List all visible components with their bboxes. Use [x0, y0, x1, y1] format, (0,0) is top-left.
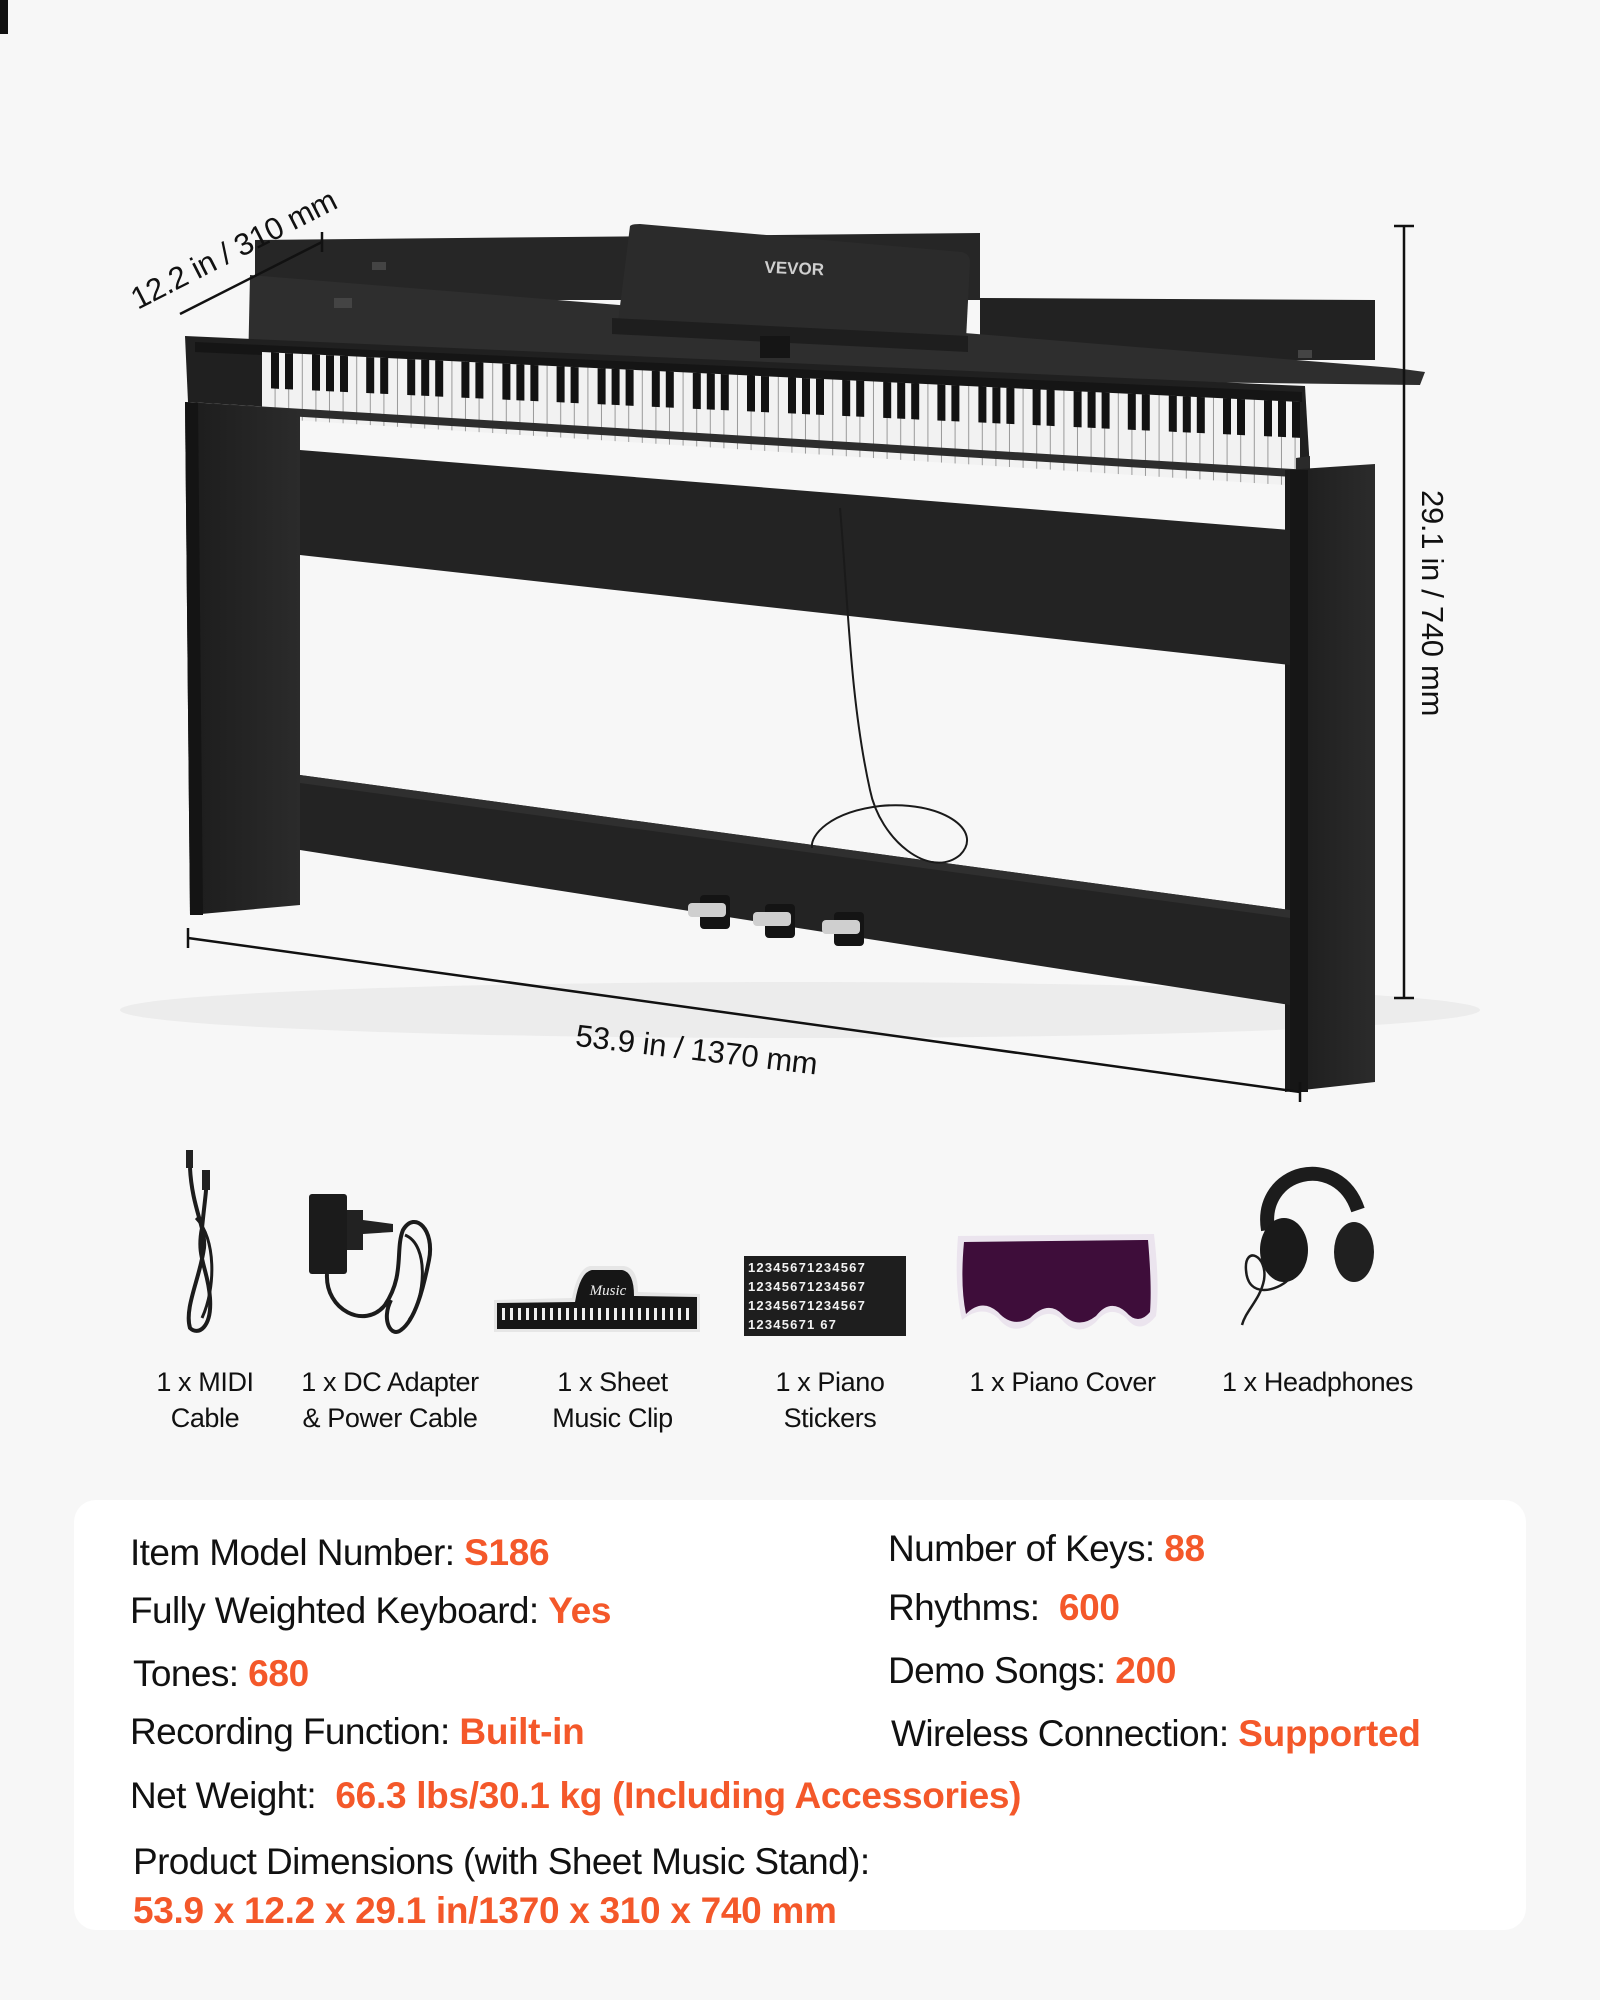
black-keys — [271, 352, 1300, 438]
spec-value: 66.3 lbs/30.1 kg (Including Accessories) — [335, 1775, 1022, 1816]
spec-weighted-keyboard: Fully Weighted Keyboard: Yes — [130, 1590, 612, 1631]
spec-value: Built-in — [459, 1711, 585, 1752]
spec-demo-songs: Demo Songs: 200 — [888, 1650, 1177, 1691]
accessory-label-piano-stickers: 1 x Piano Stickers — [775, 1367, 885, 1433]
digital-piano-image: VEVOR — [0, 0, 1480, 1102]
accessory-label-headphones: 1 x Headphones — [1221, 1367, 1414, 1397]
piano-stickers-icon: 12345671234567 12345671234567 1234567123… — [744, 1256, 906, 1336]
accessory-label-dc-adapter: 1 x DC Adapter & Power Cable — [301, 1367, 479, 1433]
headphones-icon — [1240, 1166, 1374, 1326]
spec-value: 200 — [1115, 1650, 1177, 1691]
accessory-label-midi-cable: 1 x MIDI Cable — [156, 1367, 254, 1433]
spec-tones: Tones: 680 — [133, 1653, 309, 1694]
spec-value: Supported — [1238, 1713, 1421, 1754]
midi-cable-icon — [186, 1150, 214, 1333]
spec-value: 680 — [248, 1653, 309, 1694]
spec-model-number: Item Model Number: S186 — [130, 1532, 550, 1573]
spec-product-dimensions-value: 53.9 x 12.2 x 29.1 in/1370 x 310 x 740 m… — [133, 1890, 837, 1931]
spec-number-of-keys: Number of Keys: 88 — [888, 1528, 1205, 1569]
accessory-label-sheet-music-clip: 1 x Sheet Music Clip — [552, 1367, 673, 1433]
dimension-lines — [179, 224, 1414, 1102]
music-stand — [618, 224, 970, 340]
spec-value: 600 — [1058, 1587, 1120, 1628]
spec-wireless-connection: Wireless Connection: Supported — [891, 1713, 1421, 1754]
spec-value: S186 — [464, 1532, 550, 1573]
height-dimension-label: 29.1 in / 740 mm — [1415, 490, 1450, 717]
accessory-label-piano-cover: 1 x Piano Cover — [969, 1367, 1156, 1397]
svg-text:Music: Music — [589, 1283, 627, 1299]
spec-net-weight: Net Weight: 66.3 lbs/30.1 kg (Including … — [130, 1775, 1022, 1816]
spec-value: Yes — [548, 1590, 612, 1631]
sheet-music-clip-icon: Music — [494, 1266, 700, 1332]
spec-card — [74, 1500, 1526, 1930]
spec-value: 88 — [1164, 1528, 1205, 1569]
spec-product-dimensions-label: Product Dimensions (with Sheet Music Sta… — [133, 1841, 870, 1882]
power-adapter-icon — [309, 1194, 433, 1334]
vevor-logo: VEVOR — [764, 258, 824, 280]
piano-cover-icon — [956, 1234, 1158, 1330]
spec-rhythms: Rhythms: 600 — [888, 1587, 1120, 1628]
spec-recording-function: Recording Function: Built-in — [130, 1711, 585, 1752]
pedals — [688, 895, 864, 946]
